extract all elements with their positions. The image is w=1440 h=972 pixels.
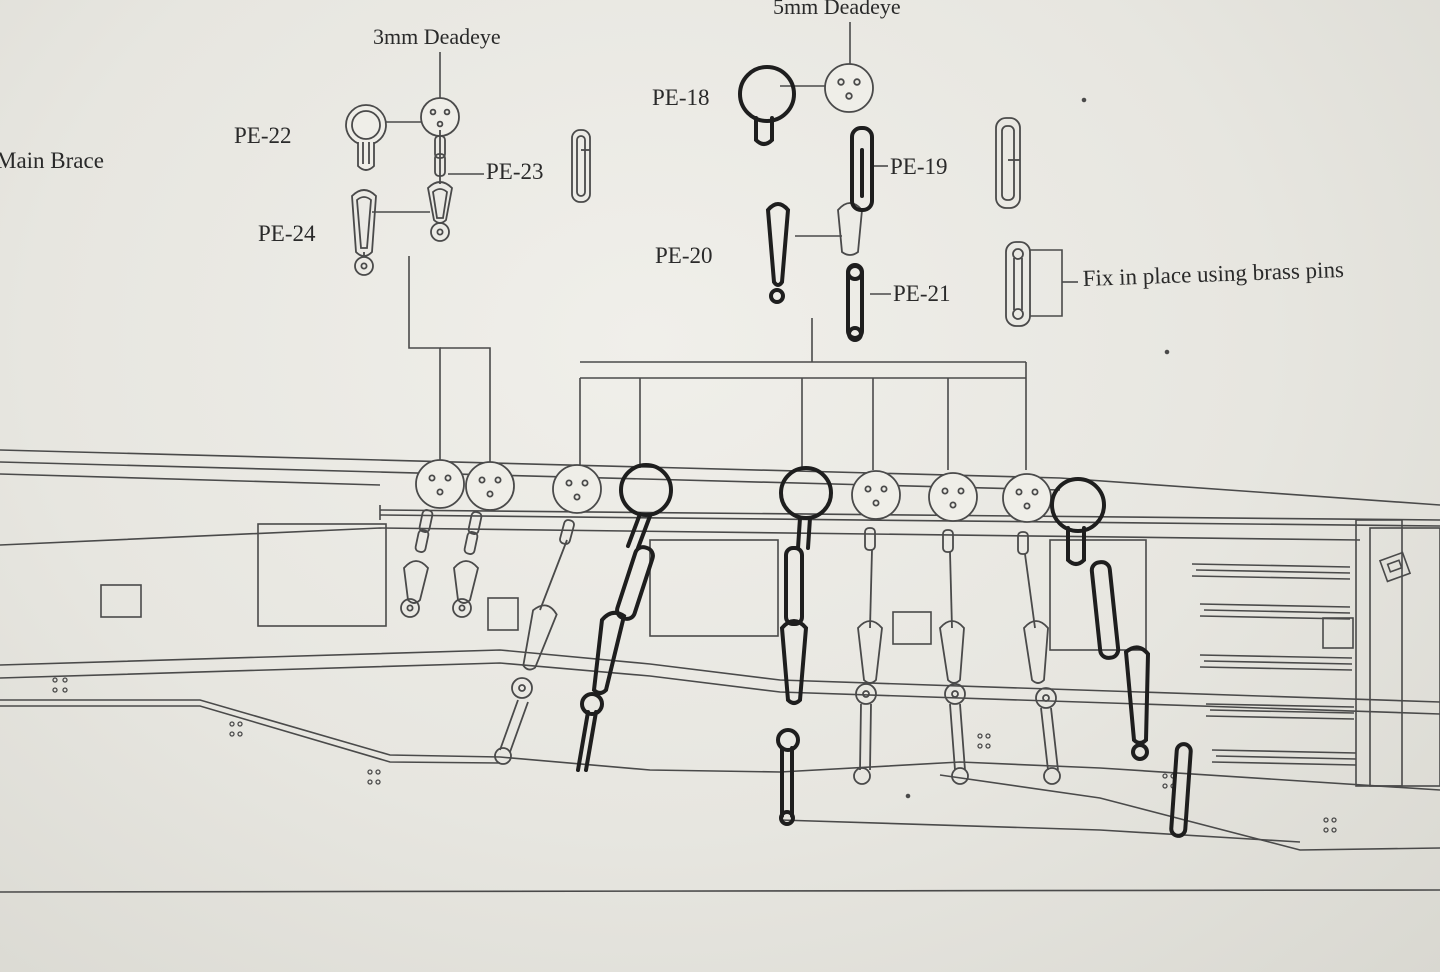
pe23-label: PE-23 xyxy=(486,159,544,184)
deadeye-5mm-label: 5mm Deadeye xyxy=(773,0,901,19)
printed-linework xyxy=(0,22,1440,893)
printed-parts xyxy=(345,63,1061,785)
etched-parts xyxy=(576,65,1193,838)
fix-pin-icon xyxy=(1005,241,1031,327)
pe22-label: PE-22 xyxy=(234,123,292,148)
pe21-part-icon xyxy=(846,263,864,342)
deadeye-row xyxy=(415,459,1052,523)
pe21-label: PE-21 xyxy=(893,281,951,306)
deadeye-3mm-label: 3mm Deadeye xyxy=(373,24,501,49)
pe22-part-icon xyxy=(345,104,387,171)
pe24-label: PE-24 xyxy=(258,221,316,246)
pe18-label: PE-18 xyxy=(652,85,710,110)
pe19-etched-icon xyxy=(850,126,874,212)
pe18-part-icon xyxy=(738,65,796,146)
pe20-part-icon xyxy=(765,202,791,304)
pe19-label: PE-19 xyxy=(890,154,948,179)
pe20-label: PE-20 xyxy=(655,243,713,268)
fix-note-label: Fix in place using brass pins xyxy=(1082,257,1344,291)
main-brace-label: Main Brace xyxy=(0,148,104,173)
deadeye-5mm-icon xyxy=(824,63,874,113)
deadeye-3mm-icon xyxy=(420,97,460,137)
pe24-part-icon xyxy=(351,189,377,276)
pe19-part-icon xyxy=(995,117,1021,209)
pe23-part-icon xyxy=(571,129,591,203)
